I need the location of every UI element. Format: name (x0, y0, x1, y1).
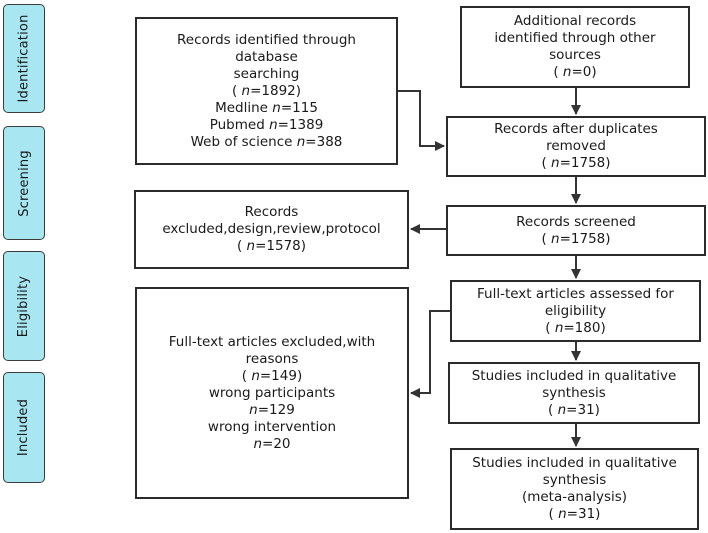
phase-label: Screening (16, 149, 32, 217)
box-line: sources (549, 47, 601, 63)
arrow-fulltext-to-excluded (410, 310, 450, 398)
phase-label: Included (16, 398, 32, 457)
box-line: Records after duplicates (494, 121, 658, 137)
box-line: Additional records (513, 13, 637, 29)
phase-included: Included (3, 372, 45, 483)
phase-eligibility: Eligibility (3, 251, 45, 361)
box-line: Full-text articles excluded,with (168, 333, 376, 350)
box-meta-analysis: Studies included in qualitative synthesi… (450, 448, 699, 530)
reason-label: wrong participants (208, 384, 336, 401)
phase-identification: Identification (3, 4, 45, 113)
arrow-database-to-duplicates (398, 90, 445, 151)
box-line: eligibility (544, 302, 607, 319)
box-line: Records screened (516, 213, 636, 230)
phase-label: Eligibility (16, 275, 32, 337)
source-medline: Medline n=115 (215, 99, 318, 116)
box-line: synthesis (542, 472, 607, 488)
box-line: (meta-analysis) (521, 489, 628, 505)
count-line: ( n=149) (241, 367, 303, 384)
box-line: excluded,design,review,protocol (162, 221, 381, 237)
count-line: ( n=1758) (541, 155, 611, 171)
box-line: database (235, 48, 298, 65)
box-line: Studies included in qualitative (471, 367, 677, 384)
box-qualitative-synthesis: Studies included in qualitative synthesi… (448, 362, 700, 424)
box-other-sources: Additional records identified through ot… (460, 6, 690, 88)
box-records-screened: Records screened ( n=1758) (446, 205, 706, 256)
count-line: ( n=31) (548, 506, 601, 522)
reason-count: n=20 (253, 435, 291, 452)
reason-label: wrong intervention (207, 418, 337, 435)
box-line: Full-text articles assessed for (476, 285, 674, 302)
box-line: synthesis (542, 384, 606, 401)
phase-label: Identification (16, 14, 32, 103)
box-fulltext-assessed: Full-text articles assessed for eligibil… (450, 280, 701, 342)
source-pubmed: Pubmed n=1389 (209, 116, 324, 133)
source-web-of-science: Web of science n=388 (190, 133, 343, 150)
count-line: ( n=31) (548, 401, 600, 418)
count-line: ( n=0) (553, 64, 597, 80)
count-line: ( n=180) (545, 319, 606, 336)
box-line: reasons (245, 350, 299, 367)
box-line: Studies included in qualitative (472, 455, 677, 471)
box-line: Records (244, 204, 299, 220)
box-line: identified through other (494, 30, 656, 46)
box-line: removed (546, 138, 606, 154)
box-database-search: Records identified through database sear… (135, 17, 398, 165)
phase-screening: Screening (3, 126, 45, 240)
count-line: ( n=1758) (541, 230, 611, 247)
reason-count: n=129 (249, 401, 295, 418)
count-line: ( n=1578) (236, 238, 307, 254)
box-line: Records identified through (177, 31, 356, 48)
count-line: ( n=1892) (231, 82, 302, 99)
box-line: searching (233, 65, 300, 82)
box-fulltext-excluded: Full-text articles excluded,with reasons… (135, 287, 409, 499)
box-duplicates-removed: Records after duplicates removed ( n=175… (446, 116, 706, 177)
box-records-excluded: Records excluded,design,review,protocol … (134, 190, 409, 269)
